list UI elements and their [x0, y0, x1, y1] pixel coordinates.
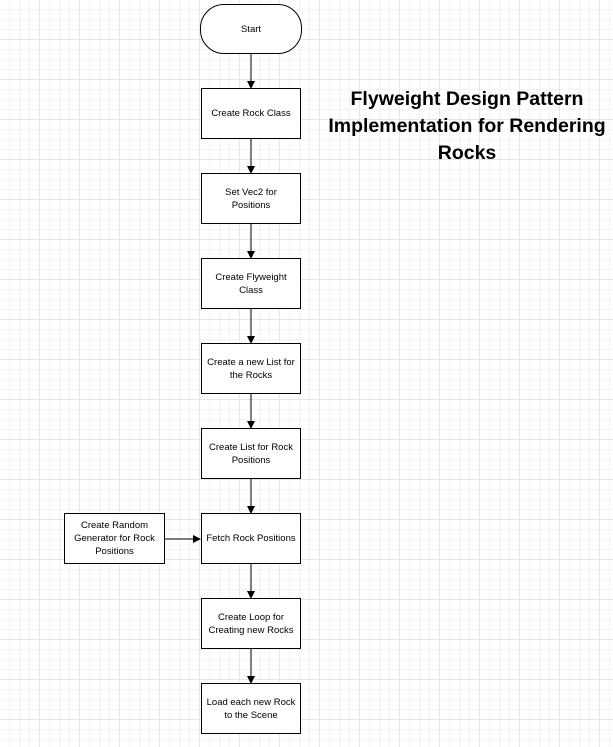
start-node-label: Start — [240, 23, 262, 35]
diagram-title: Flyweight Design Pattern Implementation … — [328, 88, 606, 164]
create-list-node[interactable]: Create a new List for the Rocks — [201, 343, 301, 394]
fetch-positions-node[interactable]: Fetch Rock Positions — [201, 513, 301, 564]
create-rock-class-node[interactable]: Create Rock Class — [201, 88, 301, 139]
create-positions-list-node[interactable]: Create List for Rock Positions — [201, 428, 301, 479]
load-rock-label: Load each new Rock to the Scene — [206, 696, 296, 721]
start-node[interactable]: Start — [200, 4, 302, 54]
load-rock-node[interactable]: Load each new Rock to the Scene — [201, 683, 301, 734]
fetch-positions-label: Fetch Rock Positions — [206, 533, 296, 544]
random-generator-node[interactable]: Create Random Generator for Rock Positio… — [64, 513, 165, 564]
set-vec2-label: Set Vec2 for Positions — [225, 186, 277, 211]
set-vec2-node[interactable]: Set Vec2 for Positions — [201, 173, 301, 224]
create-flyweight-label: Create Flyweight Class — [215, 271, 287, 296]
random-generator-label: Create Random Generator for Rock Positio… — [74, 520, 155, 557]
create-list-label: Create a new List for the Rocks — [207, 356, 295, 381]
create-loop-node[interactable]: Create Loop for Creating new Rocks — [201, 598, 301, 649]
create-positions-list-label: Create List for Rock Positions — [209, 441, 293, 466]
create-rock-class-label: Create Rock Class — [211, 108, 291, 119]
create-flyweight-node[interactable]: Create Flyweight Class — [201, 258, 301, 309]
create-loop-label: Create Loop for Creating new Rocks — [208, 611, 294, 636]
